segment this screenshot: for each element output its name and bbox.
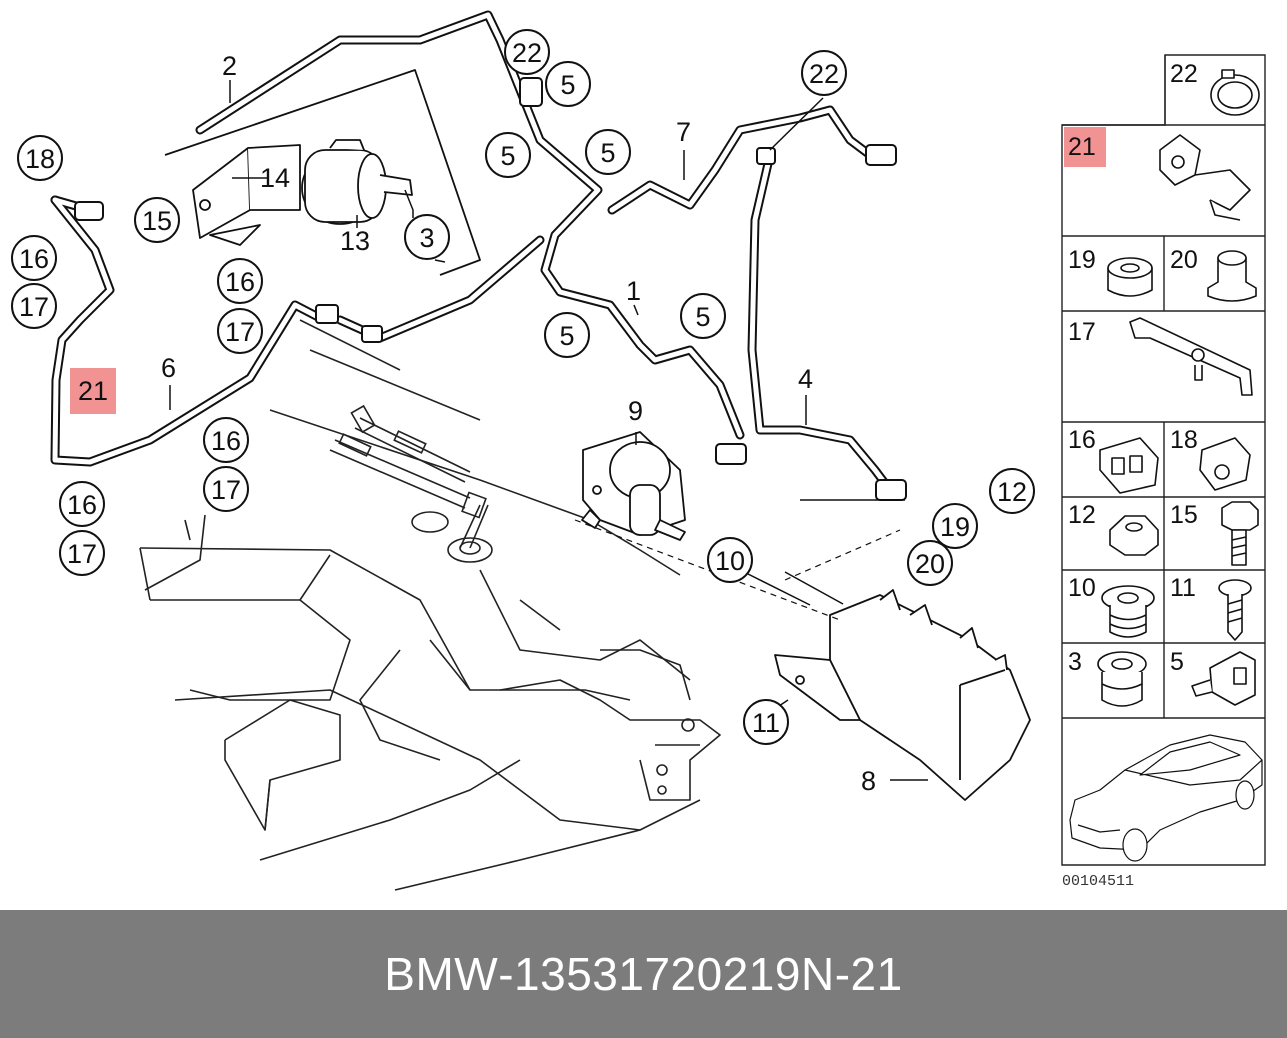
hose-lines-inner bbox=[52, 12, 893, 493]
callout-12: 12 bbox=[997, 477, 1027, 507]
callout-17: 17 bbox=[211, 475, 241, 505]
legend-label-16: 16 bbox=[1068, 426, 1096, 454]
legend-label-11: 11 bbox=[1170, 574, 1196, 602]
car-silhouette-icon bbox=[1069, 734, 1263, 862]
callout-16: 16 bbox=[225, 267, 255, 297]
hose-fittings bbox=[74, 77, 907, 501]
callout-14: 14 bbox=[260, 163, 290, 193]
callout-5: 5 bbox=[560, 70, 575, 100]
legend-label-18: 18 bbox=[1170, 426, 1198, 454]
fuel-lines-underbody bbox=[329, 404, 493, 563]
callout-16: 16 bbox=[19, 244, 49, 274]
legend-label-3: 3 bbox=[1068, 648, 1082, 676]
position-number: 21 bbox=[850, 948, 903, 1000]
callout-21-highlighted: 21 bbox=[78, 376, 108, 406]
screw-icon bbox=[1218, 579, 1252, 641]
callout-8: 8 bbox=[861, 766, 876, 796]
callout-7: 7 bbox=[676, 117, 691, 147]
legend-label-5: 5 bbox=[1170, 648, 1184, 676]
bracket-icon bbox=[1129, 317, 1253, 396]
single-clip-icon bbox=[1199, 437, 1251, 491]
double-clip-icon bbox=[1099, 437, 1159, 494]
callout-15: 15 bbox=[142, 206, 172, 236]
footer-separator: - bbox=[498, 948, 515, 1000]
callout-20: 20 bbox=[915, 549, 945, 579]
position-separator: - bbox=[834, 948, 851, 1000]
circled-callout-labels: 22 5 22 18 15 3 5 5 16 17 16 17 21 5 5 1… bbox=[19, 38, 1027, 738]
callout-17: 17 bbox=[19, 292, 49, 322]
hose-clamp-icon bbox=[1210, 69, 1260, 116]
rubber-grommet-icon bbox=[1107, 257, 1153, 297]
callout-22: 22 bbox=[809, 59, 839, 89]
legend-label-15: 15 bbox=[1170, 501, 1198, 529]
part-number-footer: BMW - 13531720219 N - 21 bbox=[0, 910, 1287, 1038]
callout-5: 5 bbox=[600, 138, 615, 168]
legend-label-21: 21 bbox=[1068, 133, 1096, 161]
callout-4: 4 bbox=[798, 364, 813, 394]
legend-label-22: 22 bbox=[1170, 60, 1198, 88]
legend-label-12: 12 bbox=[1068, 501, 1096, 529]
callout-6: 6 bbox=[161, 353, 176, 383]
part-number: 13531720219 bbox=[514, 948, 801, 1000]
hex-bolt-icon bbox=[1221, 501, 1259, 566]
legend-label-19: 19 bbox=[1068, 246, 1096, 274]
legend-label-17: 17 bbox=[1068, 318, 1096, 346]
callout-16: 16 bbox=[211, 426, 241, 456]
highlight-callout-21 bbox=[70, 368, 116, 414]
legend-highlight-21 bbox=[1064, 127, 1106, 167]
underbody-line-art bbox=[139, 319, 721, 891]
callout-11: 11 bbox=[752, 708, 780, 738]
plain-labels: 2 14 13 7 1 6 4 9 8 bbox=[161, 51, 876, 796]
callout-5: 5 bbox=[500, 141, 515, 171]
callout-5: 5 bbox=[695, 302, 710, 332]
callout-2: 2 bbox=[222, 51, 237, 81]
callout-5: 5 bbox=[559, 321, 574, 351]
hose-clip-small-icon bbox=[1191, 651, 1256, 706]
circled-callouts bbox=[11, 29, 1035, 745]
callout-9: 9 bbox=[628, 396, 643, 426]
callout-3: 3 bbox=[419, 223, 434, 253]
diagram-id: 00104511 bbox=[1062, 873, 1134, 890]
leader-lines bbox=[169, 80, 928, 781]
purge-valve bbox=[581, 431, 686, 541]
callout-16: 16 bbox=[67, 490, 97, 520]
callout-18: 18 bbox=[25, 144, 55, 174]
legend-label-10: 10 bbox=[1068, 574, 1096, 602]
callout-13: 13 bbox=[340, 226, 370, 256]
bushing-icon bbox=[1101, 585, 1155, 638]
rubber-mount-icon bbox=[1207, 250, 1257, 302]
hex-nut-icon bbox=[1109, 515, 1159, 556]
parts-legend bbox=[1061, 54, 1266, 866]
legend-labels: 22 21 19 20 17 16 18 12 15 10 11 3 5 bbox=[1068, 60, 1198, 676]
hose-clip-icon bbox=[1159, 134, 1251, 221]
brand-name: BMW bbox=[384, 948, 499, 1000]
legend-label-20: 20 bbox=[1170, 246, 1198, 274]
activated-carbon-canister bbox=[774, 589, 1031, 801]
callout-17: 17 bbox=[225, 317, 255, 347]
callout-17: 17 bbox=[67, 539, 97, 569]
grommet-icon bbox=[1097, 651, 1147, 707]
callout-1: 1 bbox=[626, 276, 641, 306]
callout-19: 19 bbox=[940, 512, 970, 542]
dashed-leader-lines bbox=[574, 519, 901, 621]
callout-10: 10 bbox=[715, 546, 745, 576]
callout-22: 22 bbox=[512, 38, 542, 68]
filter-assembly bbox=[164, 69, 481, 276]
position-prefix: N bbox=[800, 948, 835, 1000]
